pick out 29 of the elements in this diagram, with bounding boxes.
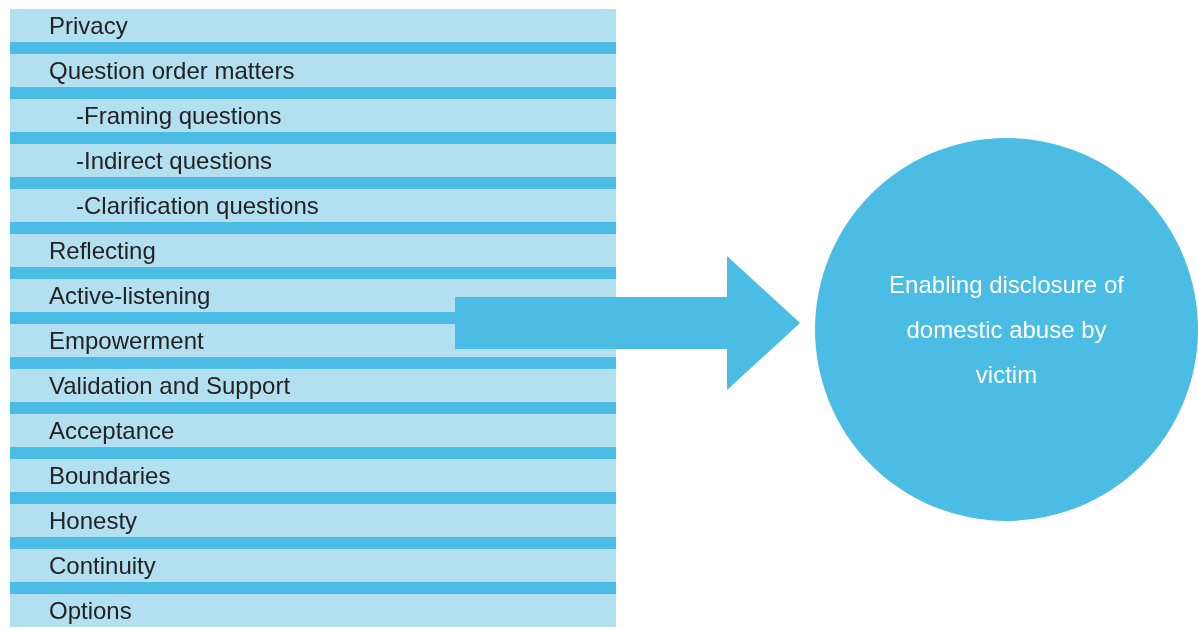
outcome-text: Enabling disclosure of domestic abuse by victim — [888, 270, 1125, 390]
row-text: Empowerment — [49, 328, 204, 353]
list-row — [10, 189, 616, 222]
row-text: Question order matters — [49, 58, 295, 83]
list-row — [10, 234, 616, 267]
row-text: -Framing questions — [76, 103, 282, 128]
row-text: Active-listening — [49, 283, 211, 308]
row-text: -Indirect questions — [76, 148, 273, 173]
list-row — [10, 459, 616, 492]
list-row — [10, 414, 616, 447]
row-text: Continuity — [49, 553, 156, 578]
list-row — [10, 594, 616, 627]
list-panel — [10, 9, 616, 627]
row-text: -Clarification questions — [76, 193, 319, 218]
list-row — [10, 549, 616, 582]
block-arrow — [455, 256, 800, 390]
row-text: Validation and Support — [49, 373, 291, 398]
list-row — [10, 54, 616, 87]
row-text: Options — [49, 598, 132, 623]
list-row — [10, 369, 616, 402]
list-row — [10, 99, 616, 132]
list-row — [10, 144, 616, 177]
list-row — [10, 504, 616, 537]
row-text: Privacy — [49, 13, 128, 38]
row-text: Boundaries — [49, 463, 171, 488]
list-row — [10, 9, 616, 42]
row-text: Reflecting — [49, 238, 156, 263]
row-text: Honesty — [49, 508, 138, 533]
row-text: Acceptance — [49, 418, 175, 443]
